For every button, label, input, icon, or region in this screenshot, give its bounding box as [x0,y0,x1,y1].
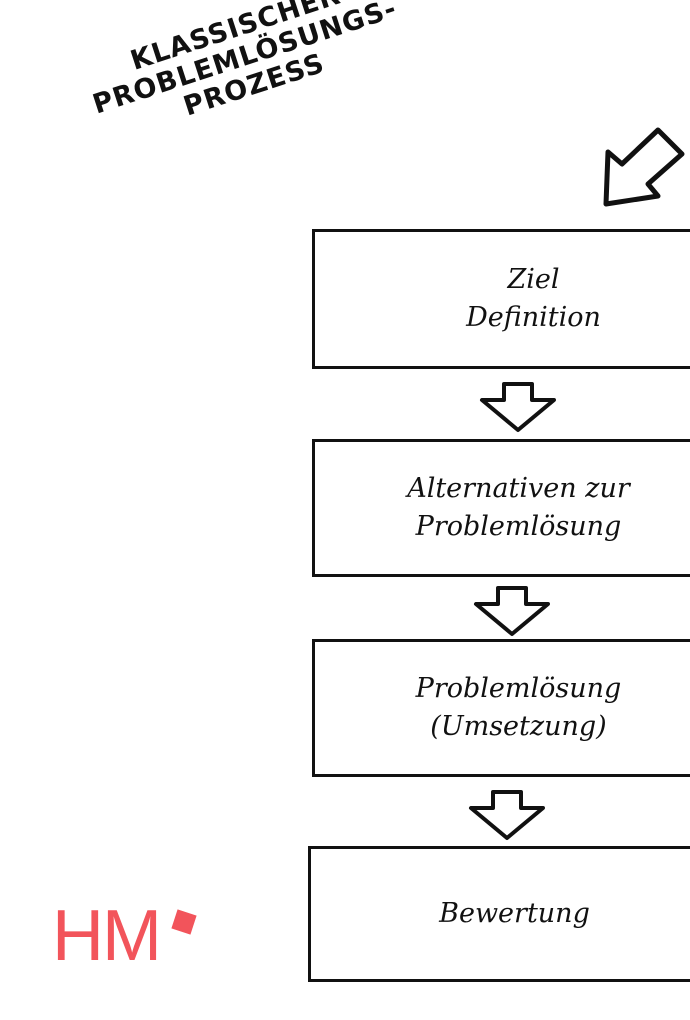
hm-logo-text: HM [52,896,162,976]
diagram-title: KLASSISCHER PROBLEMLÖSUNGS- PROZESS [60,0,430,156]
arrow-down-left-icon [603,127,685,207]
step-box-alternativen: Alternativen zur Problemlösung [312,439,690,577]
step-box-problemloesung: Problemlösung (Umsetzung) [312,639,690,777]
hm-logo-square [171,909,197,935]
step-label: Ziel Definition [466,264,601,333]
step-label: Problemlösung (Umsetzung) [415,673,622,742]
arrow-down-icon [480,382,556,432]
arrow-down-icon [474,586,550,636]
step-label: Alternativen zur Problemlösung [407,473,630,542]
step-label: Bewertung [439,898,590,929]
arrow-down-icon [469,790,545,840]
step-box-bewertung: Bewertung [308,846,690,982]
hm-logo: HM [52,896,197,976]
step-box-ziel-definition: Ziel Definition [312,229,690,369]
